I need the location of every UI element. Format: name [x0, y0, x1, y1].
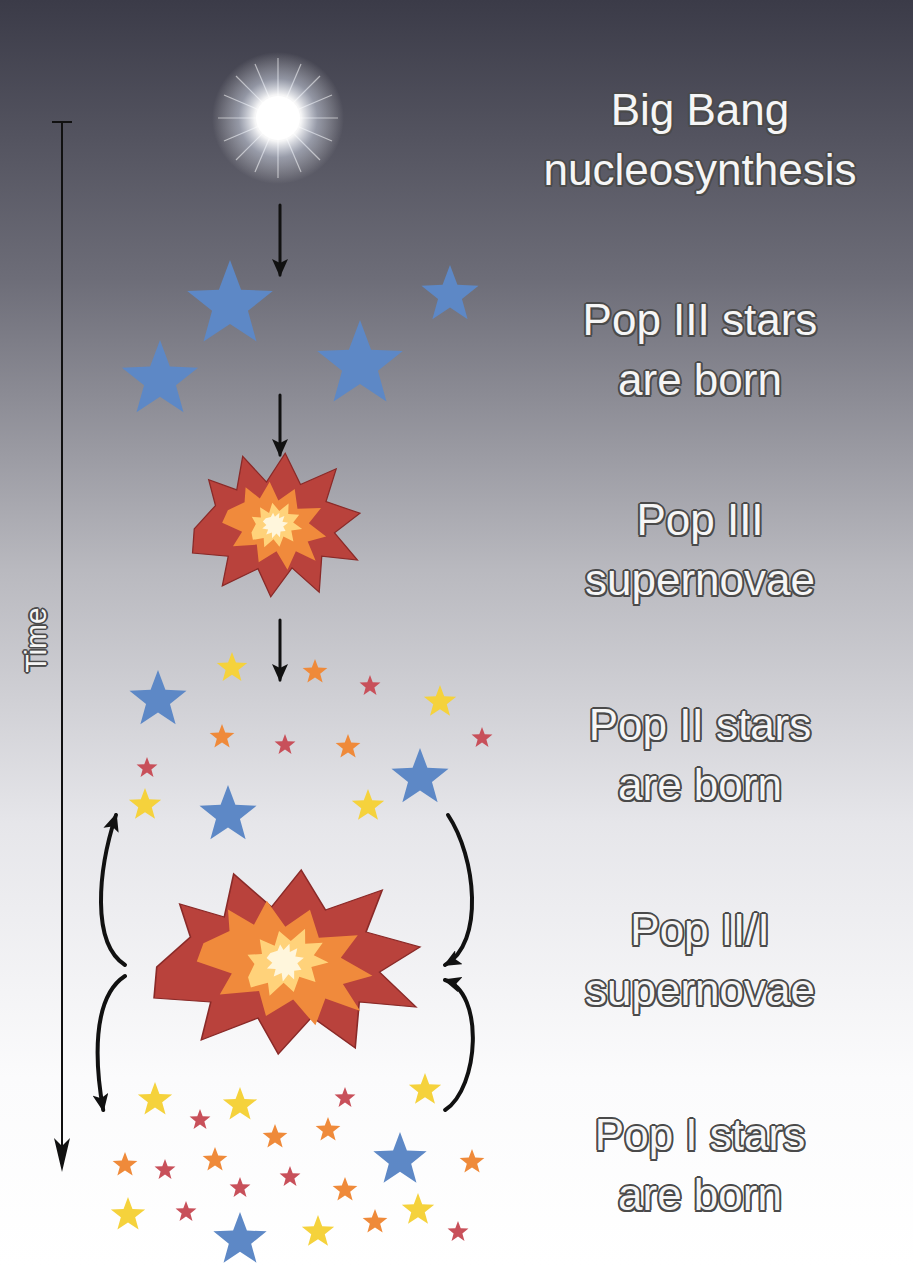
star	[472, 727, 493, 747]
time-axis	[61, 122, 63, 1160]
star	[217, 652, 247, 681]
star	[424, 685, 456, 716]
star	[263, 1124, 288, 1148]
stage-node: Pop III supernovae	[100, 455, 500, 620]
stage-node: Pop II/I supernovae	[125, 860, 445, 1060]
flow-arrow	[445, 980, 473, 1110]
star	[460, 1149, 485, 1173]
axis-arrowhead	[54, 1138, 70, 1172]
stage-label: Pop I stars are born	[560, 1105, 840, 1225]
pop3-stars	[122, 260, 479, 412]
stage-label: Pop III stars are born	[560, 290, 840, 410]
star	[280, 1166, 301, 1186]
flow-arrow	[101, 815, 125, 965]
flow-arrow	[445, 815, 472, 965]
flow-arrow	[98, 976, 125, 1110]
stage-label: Big Bang nucleosynthesis	[520, 80, 880, 200]
supernova	[154, 870, 420, 1054]
star	[360, 675, 381, 695]
stage-label: Pop II stars are born	[560, 695, 840, 815]
star	[409, 1073, 441, 1104]
star	[113, 1152, 138, 1176]
big-bang-glow	[212, 52, 344, 184]
star	[275, 734, 296, 754]
star	[223, 1087, 257, 1120]
star	[303, 659, 328, 683]
star	[402, 1193, 434, 1224]
star	[335, 1087, 356, 1107]
star	[333, 1177, 358, 1201]
star	[391, 748, 448, 802]
star	[129, 670, 186, 724]
star	[317, 320, 403, 401]
star	[230, 1177, 251, 1197]
stage-label: Pop II/I supernovae	[560, 900, 840, 1020]
stage-node: Pop II stars are born	[100, 680, 500, 815]
star	[302, 1215, 334, 1246]
star	[448, 1221, 469, 1241]
pop1-stars	[111, 1073, 484, 1263]
pop2-stars	[129, 652, 493, 839]
star	[122, 340, 198, 412]
star	[111, 1197, 145, 1230]
star	[210, 724, 235, 748]
star	[213, 1212, 266, 1263]
star	[203, 1147, 228, 1171]
supernova	[193, 453, 360, 597]
star	[316, 1117, 341, 1141]
star	[176, 1201, 197, 1221]
star	[138, 1082, 172, 1115]
flow-arrow	[279, 205, 282, 275]
star	[421, 265, 478, 319]
star	[352, 789, 384, 820]
star	[363, 1209, 388, 1233]
stage-node: Pop III stars are born	[100, 275, 500, 395]
stage-node: Big Bang nucleosynthesis	[100, 75, 500, 205]
star	[199, 785, 256, 839]
star	[155, 1159, 176, 1179]
stage-label: Pop III supernovae	[560, 490, 840, 610]
flow-arrow	[279, 395, 282, 455]
star	[373, 1132, 426, 1183]
flow-arrow	[279, 620, 282, 680]
star	[129, 788, 161, 819]
star	[137, 757, 158, 777]
star	[187, 260, 273, 341]
axis-label: Time	[18, 607, 54, 673]
stage-node: Pop I stars are born	[95, 1110, 505, 1260]
star	[336, 734, 361, 758]
star	[190, 1109, 211, 1129]
